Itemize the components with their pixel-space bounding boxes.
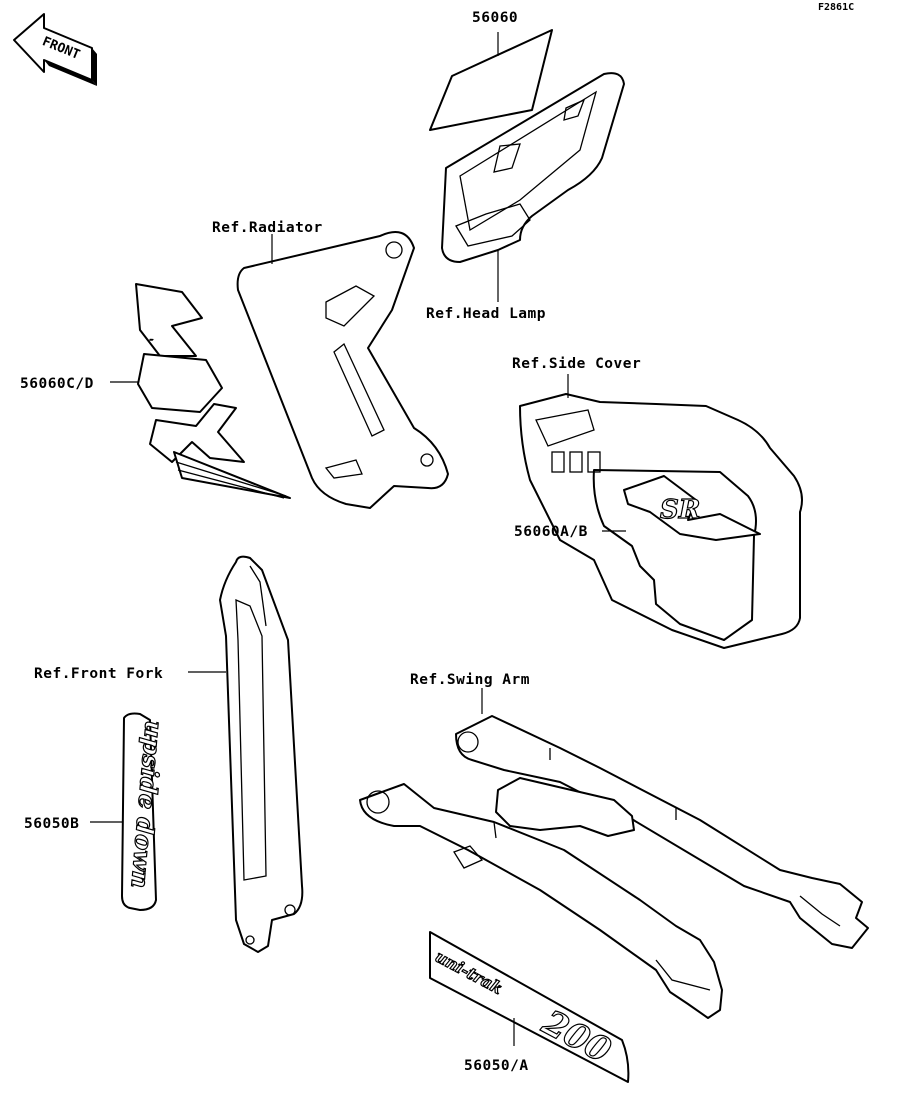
label-ref-radiator: Ref.Radiator	[212, 220, 323, 236]
decal-56060	[429, 29, 553, 131]
side-cover: SR	[519, 393, 803, 649]
label-56060cd: 56060C/D	[20, 376, 94, 392]
decal-56050b: upside down	[121, 712, 170, 911]
head-lamp-cover	[429, 29, 625, 263]
side-cover-decal-text: SR	[660, 495, 700, 525]
front-arrow-icon: FRONT	[13, 13, 97, 86]
label-56050b: 56050B	[24, 816, 79, 832]
label-56060ab: 56060A/B	[514, 524, 588, 540]
radiator-shroud	[236, 231, 449, 509]
front-fork-guard	[219, 555, 304, 953]
decal-56050a: uni-trak 200	[429, 931, 630, 1083]
label-ref-head-lamp: Ref.Head Lamp	[426, 306, 546, 322]
label-56060: 56060	[472, 10, 518, 26]
label-ref-front-fork: Ref.Front Fork	[34, 666, 163, 682]
radiator-decal-text: KDX	[149, 339, 153, 341]
label-ref-swing-arm: Ref.Swing Arm	[410, 672, 530, 688]
decal-56060cd: KDX	[135, 283, 291, 499]
label-ref-side-cover: Ref.Side Cover	[512, 356, 641, 372]
figure-code: F2861C	[818, 2, 854, 13]
swing-arm	[359, 715, 869, 1019]
label-56050a: 56050/A	[464, 1058, 529, 1074]
